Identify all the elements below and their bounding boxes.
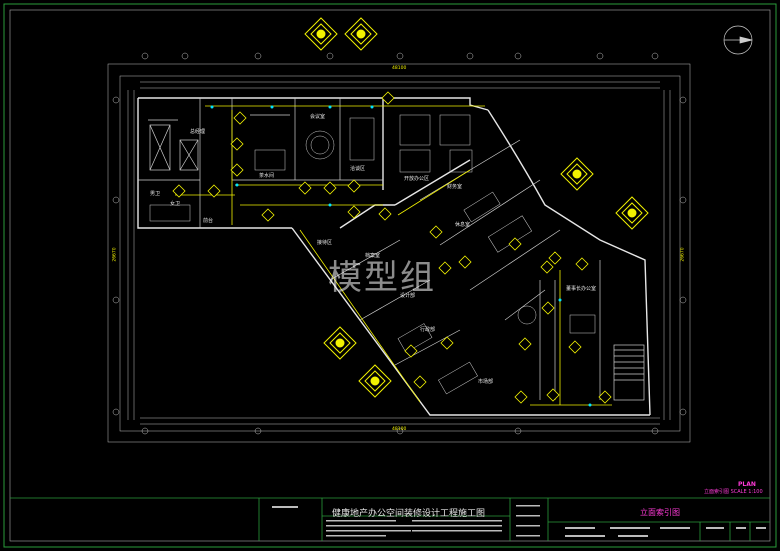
- dimension-lines: [107, 63, 691, 443]
- room-label: 会议室: [310, 114, 326, 120]
- room-label: 前台: [203, 218, 214, 224]
- inner-frame: [9, 9, 771, 542]
- cyan-marker-icon: [210, 105, 592, 407]
- north-arrow-icon: [723, 25, 753, 55]
- sheet-name: 立面索引图: [640, 508, 680, 517]
- dimension-right: 26670: [680, 247, 686, 262]
- room-label: 档案室: [365, 253, 381, 259]
- title-block: [10, 497, 770, 541]
- room-label: 接待区: [317, 240, 333, 246]
- room-label: 市场部: [478, 379, 494, 385]
- elevation-index-icon: [304, 17, 649, 398]
- watermark: 模型组: [328, 258, 436, 298]
- room-label: 休息室: [455, 222, 471, 228]
- project-title: 健康地产办公空间装修设计工程施工图: [332, 509, 486, 519]
- room-label: 财务室: [447, 184, 463, 190]
- outer-frame: [3, 3, 777, 548]
- interior-walls: [138, 98, 645, 401]
- room-label: 女卫: [170, 201, 181, 207]
- room-label: 设计部: [400, 293, 416, 299]
- room-label: 董事长办公室: [566, 286, 597, 292]
- plan-label: PLAN: [738, 481, 756, 488]
- small-index-icon: [172, 91, 612, 404]
- room-label: 洽谈区: [350, 166, 366, 172]
- dimension-top: 48100: [392, 66, 407, 71]
- dimension-bottom: 48100: [392, 427, 407, 432]
- room-label: 总经理: [190, 129, 206, 135]
- room-label: 茶水间: [259, 173, 275, 179]
- furniture: [149, 114, 596, 395]
- room-label: 开放办公区: [404, 176, 430, 182]
- room-label: 行政部: [420, 327, 436, 333]
- title-block-fine-text: [272, 505, 766, 537]
- plan-scale: 立面索引图 SCALE 1:100: [704, 489, 763, 495]
- axis-bubbles: [112, 52, 687, 435]
- room-label: 男卫: [150, 191, 161, 197]
- dimension-left: 26670: [112, 247, 118, 262]
